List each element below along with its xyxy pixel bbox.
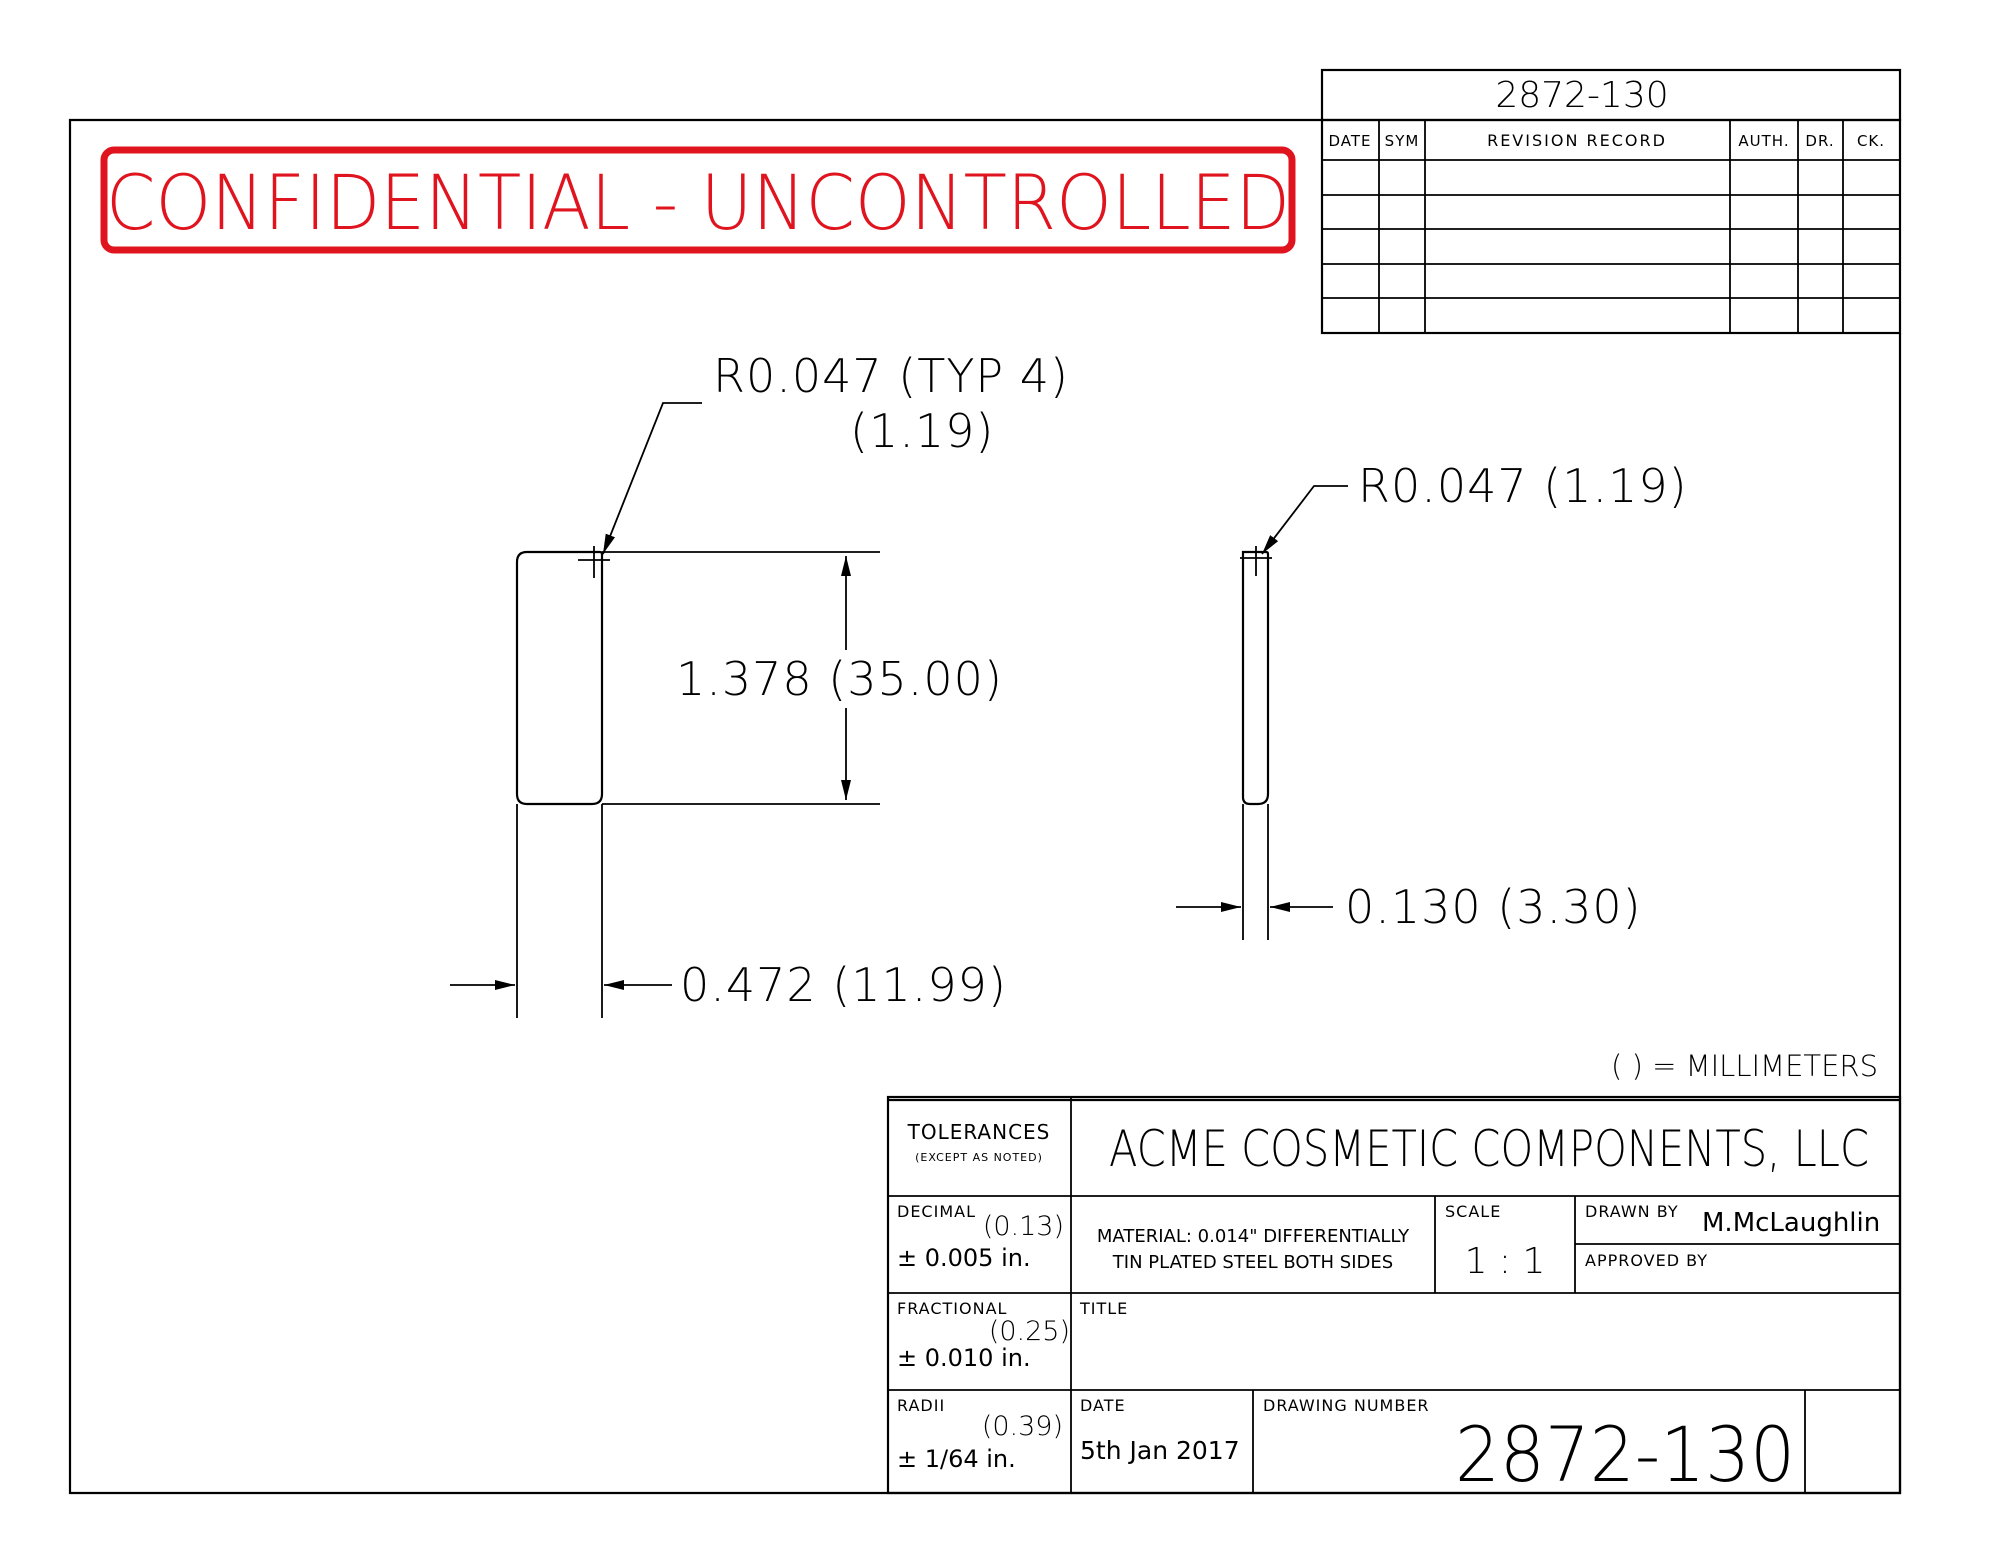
radii-mm: (0.39) xyxy=(982,1411,1063,1442)
date-label: DATE xyxy=(1080,1396,1126,1415)
rev-header-sym: SYM xyxy=(1385,132,1420,150)
radii-value: ± 1/64 in. xyxy=(897,1445,1016,1473)
decimal-mm: (0.13) xyxy=(983,1211,1064,1242)
tolerances-sub: (EXCEPT AS NOTED) xyxy=(915,1151,1043,1164)
drawing-number-value: 2872-130 xyxy=(1455,1410,1795,1499)
width-dimension: 0.472 (11.99) xyxy=(680,958,1007,1012)
fractional-mm: (0.25) xyxy=(989,1316,1070,1347)
left-radius-mm: (1.19) xyxy=(850,404,994,458)
tolerances-label: TOLERANCES xyxy=(907,1120,1051,1144)
material-line-1: MATERIAL: 0.014" DIFFERENTIALLY xyxy=(1097,1226,1410,1247)
drawing-number-label: DRAWING NUMBER xyxy=(1263,1396,1430,1415)
right-radius-label: R0.047 (1.19) xyxy=(1358,459,1688,513)
height-dimension: 1.378 (35.00) xyxy=(676,652,1003,706)
thickness-dimension: 0.130 (3.30) xyxy=(1345,880,1642,934)
drawing-border xyxy=(68,118,1902,1495)
confidential-stamp: CONFIDENTIAL - UNCONTROLLED xyxy=(100,146,1296,254)
fractional-value: ± 0.010 in. xyxy=(897,1344,1031,1372)
scale-label: SCALE xyxy=(1445,1202,1501,1221)
rev-header-ck: CK. xyxy=(1857,132,1885,150)
header-drawing-number: 2872-130 xyxy=(1495,75,1668,116)
date-value: 5th Jan 2017 xyxy=(1080,1436,1240,1465)
drawn-by-value: M.McLaughlin xyxy=(1702,1208,1880,1238)
material-line-2: TIN PLATED STEEL BOTH SIDES xyxy=(1112,1252,1393,1273)
confidential-stamp-text: CONFIDENTIAL - UNCONTROLLED xyxy=(106,158,1290,247)
left-radius-label: R0.047 (TYP 4) xyxy=(713,349,1069,403)
scale-value: 1 : 1 xyxy=(1465,1241,1546,1282)
rev-header-dr: DR. xyxy=(1805,132,1834,150)
approved-by-label: APPROVED BY xyxy=(1585,1251,1708,1270)
title-label: TITLE xyxy=(1079,1299,1128,1318)
title-block: TOLERANCES (EXCEPT AS NOTED) ACME COSMET… xyxy=(886,1095,1902,1499)
rev-header-revision-record: REVISION RECORD xyxy=(1487,131,1667,150)
rev-header-auth: AUTH. xyxy=(1738,132,1789,150)
rev-header-date: DATE xyxy=(1328,132,1371,150)
radii-label: RADII xyxy=(897,1396,945,1415)
front-view: 1.378 (35.00) 0.472 (11.99) R0.047 (TYP … xyxy=(450,349,1069,1018)
decimal-label: DECIMAL xyxy=(897,1202,976,1221)
drawn-by-label: DRAWN BY xyxy=(1585,1202,1679,1221)
revision-table: DATE SYM REVISION RECORD AUTH. DR. CK. xyxy=(1320,118,1902,335)
units-note: ( ) = MILLIMETERS xyxy=(1611,1049,1878,1083)
fractional-label: FRACTIONAL xyxy=(897,1299,1007,1318)
side-view: 0.130 (3.30) R0.047 (1.19) xyxy=(1176,459,1688,940)
company-name: ACME COSMETIC COMPONENTS, LLC xyxy=(1109,1120,1869,1178)
header-number-box: 2872-130 xyxy=(1320,68,1902,122)
decimal-value: ± 0.005 in. xyxy=(897,1244,1031,1272)
